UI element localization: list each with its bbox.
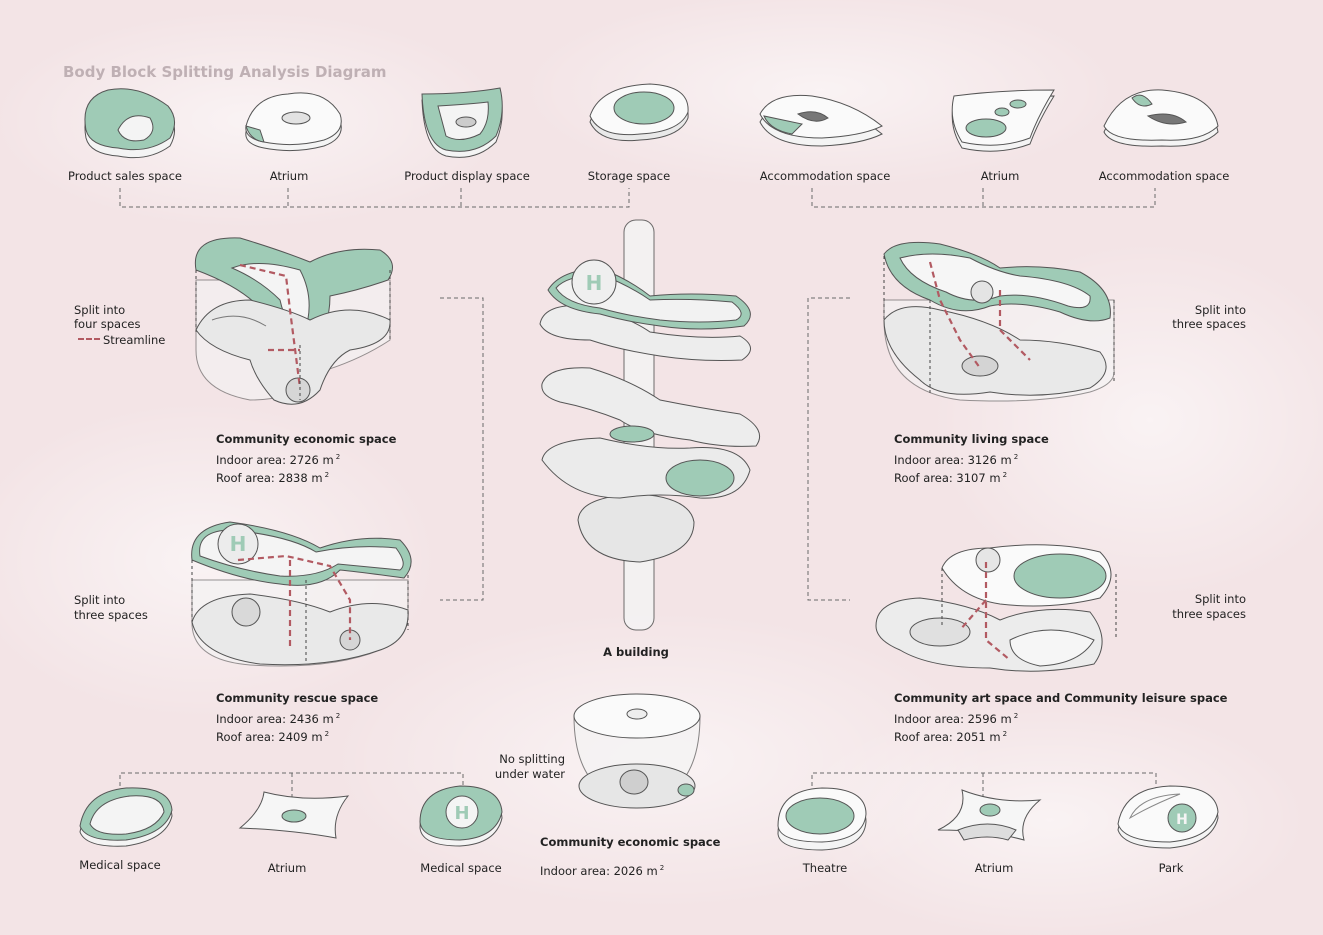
vol-accommodation-2: [1103, 89, 1219, 147]
connector-lines: [119, 188, 1157, 800]
art-indoor-text: Indoor area: 2596 m: [894, 712, 1012, 726]
underwater-indoor-text: Indoor area: 2026 m: [540, 864, 658, 878]
split-note-living-1: Split into: [1194, 303, 1246, 317]
unit-sup: 2: [335, 453, 341, 461]
label-atrium-3: Atrium: [267, 861, 307, 875]
top-row-volumes: [84, 83, 1219, 159]
exploded-rescue: H: [191, 521, 412, 667]
streamline-swatch: [78, 338, 100, 340]
split-note-art-2: three spaces: [1172, 607, 1246, 621]
legend-streamline: Streamline: [78, 333, 165, 347]
unit-sup: 2: [324, 730, 330, 738]
unit-sup: 2: [324, 471, 330, 479]
label-theatre: Theatre: [802, 861, 848, 875]
vol-atrium-4: [937, 789, 1042, 841]
label-accommodation-1: Accommodation space: [759, 169, 891, 183]
vol-atrium-1: [245, 92, 342, 152]
unit-sup: 2: [335, 712, 341, 720]
underwater-note-2: under water: [494, 767, 565, 781]
legend-streamline-label: Streamline: [103, 333, 166, 347]
svg-text:H: H: [454, 803, 469, 824]
split-note-rescue-2: three spaces: [74, 608, 148, 622]
unit-sup: 2: [1013, 712, 1019, 720]
vol-storage: [589, 83, 689, 142]
living-roof-text: Roof area: 3107 m: [894, 471, 1001, 485]
exploded-living: [883, 241, 1115, 402]
vol-park: H: [1117, 785, 1219, 849]
living-space-name: Community living space: [894, 432, 1049, 446]
label-product-sales: Product sales space: [67, 169, 183, 183]
split-note-art-1: Split into: [1194, 592, 1246, 606]
label-park: Park: [1158, 861, 1184, 875]
vol-medical-1: [79, 787, 173, 847]
split-note-rescue-1: Split into: [74, 593, 126, 607]
unit-sup: 2: [659, 864, 665, 872]
underwater-space-name: Community economic space: [540, 835, 721, 849]
living-indoor-text: Indoor area: 3126 m: [894, 453, 1012, 467]
economic-indoor-text: Indoor area: 2726 m: [216, 453, 334, 467]
label-storage: Storage space: [587, 169, 671, 183]
split-note-living-2: three spaces: [1172, 317, 1246, 331]
exploded-economic: [194, 237, 393, 405]
central-building: H: [539, 219, 760, 631]
vol-theatre: [777, 787, 867, 851]
economic-roof-text: Roof area: 2838 m: [216, 471, 323, 485]
art-roof-text: Roof area: 2051 m: [894, 730, 1001, 744]
diagram-title: Body Block Splitting Analysis Diagram: [63, 63, 387, 81]
economic-space-name: Community economic space: [216, 432, 397, 446]
unit-sup: 2: [1013, 453, 1019, 461]
vol-product-sales: [84, 88, 175, 159]
underwater-note-1: No splitting: [499, 752, 565, 766]
bottom-row-volumes: H H: [79, 785, 1219, 851]
exploded-art: [875, 544, 1117, 672]
rescue-indoor-text: Indoor area: 2436 m: [216, 712, 334, 726]
vol-atrium-2: [951, 89, 1055, 152]
label-atrium-2: Atrium: [980, 169, 1020, 183]
label-atrium-4: Atrium: [974, 861, 1014, 875]
label-accommodation-2: Accommodation space: [1098, 169, 1230, 183]
vol-accommodation-1: [759, 94, 883, 147]
rescue-space-name: Community rescue space: [216, 691, 379, 705]
label-atrium-1: Atrium: [269, 169, 309, 183]
svg-text:H: H: [1176, 812, 1188, 828]
underwater-volume: [573, 693, 701, 809]
vol-medical-2: H: [419, 785, 503, 847]
unit-sup: 2: [1002, 730, 1008, 738]
label-medical-2: Medical space: [420, 861, 502, 875]
split-note-left-1: Split into: [74, 303, 126, 317]
svg-text:H: H: [230, 532, 247, 556]
unit-sup: 2: [1002, 471, 1008, 479]
split-note-left-2: four spaces: [74, 317, 141, 331]
rescue-roof-text: Roof area: 2409 m: [216, 730, 323, 744]
label-product-display: Product display space: [404, 169, 530, 183]
svg-text:H: H: [586, 271, 603, 295]
central-building-label: A building: [603, 645, 669, 659]
label-medical-1: Medical space: [79, 858, 161, 872]
vol-product-display: [421, 87, 503, 158]
vol-atrium-3: [238, 791, 350, 839]
art-space-name: Community art space and Community leisur…: [894, 691, 1228, 705]
